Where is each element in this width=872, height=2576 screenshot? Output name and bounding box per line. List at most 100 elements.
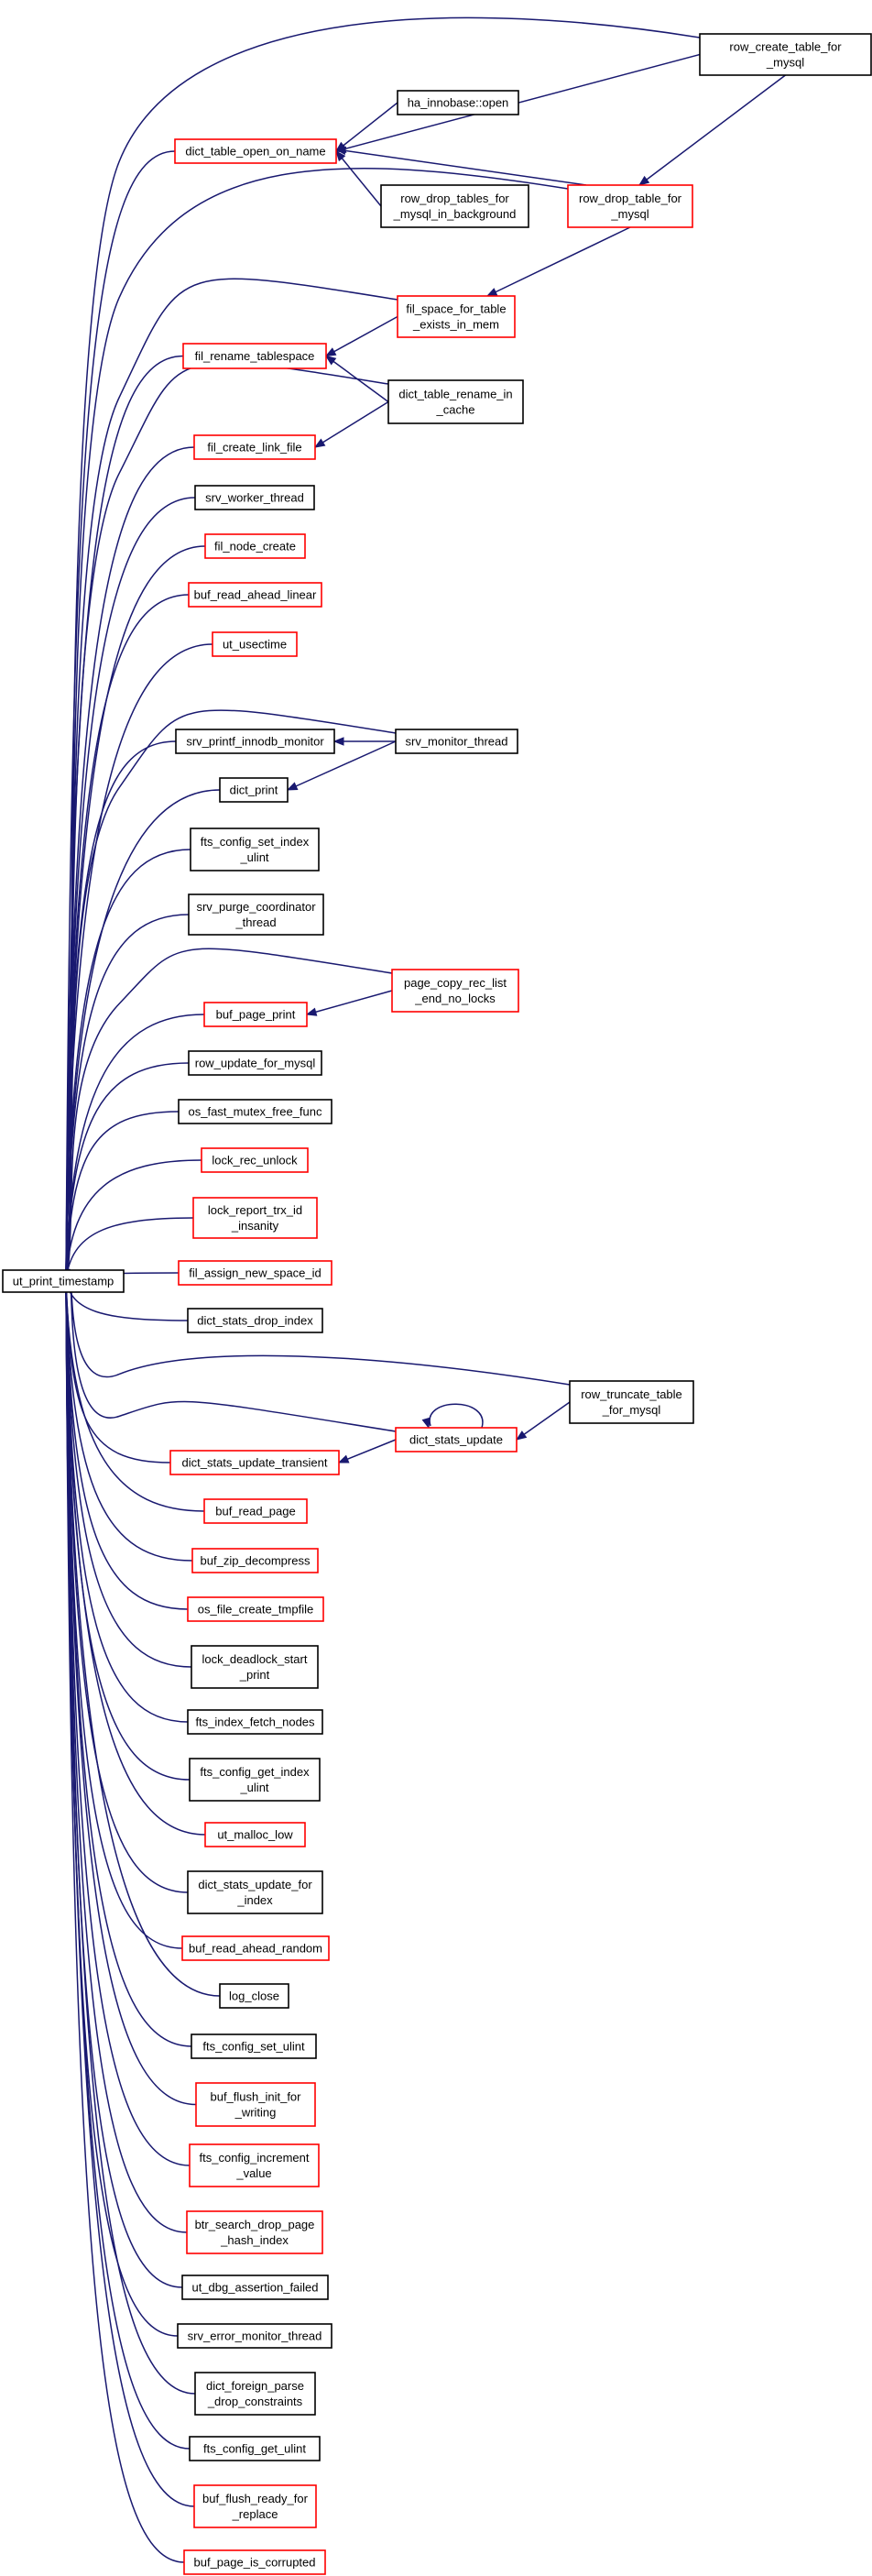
graph-node[interactable]: dict_print bbox=[219, 777, 289, 803]
edge-line bbox=[429, 1403, 484, 1429]
edge-line bbox=[65, 545, 206, 1281]
edge-line bbox=[65, 789, 221, 1281]
graph-node[interactable]: fts_index_fetch_nodes bbox=[187, 1709, 323, 1735]
graph-node[interactable]: os_file_create_tmpfile bbox=[187, 1596, 324, 1622]
graph-node[interactable]: fil_node_create bbox=[204, 533, 306, 559]
graph-node[interactable]: dict_table_rename_in_cache bbox=[387, 379, 524, 424]
graph-node[interactable]: row_update_for_mysql bbox=[188, 1050, 322, 1076]
graph-node[interactable]: buf_read_ahead_linear bbox=[188, 582, 322, 608]
graph-node[interactable]: srv_worker_thread bbox=[194, 485, 315, 510]
edge-arrowhead bbox=[515, 1431, 528, 1441]
node-label: srv_purge_coordinator bbox=[196, 900, 316, 914]
graph-node[interactable]: ut_usectime bbox=[212, 631, 298, 657]
graph-node[interactable]: lock_deadlock_start_print bbox=[191, 1645, 319, 1689]
node-label: _insanity bbox=[231, 1219, 279, 1233]
edge-line bbox=[516, 1401, 571, 1441]
edge-arrowhead bbox=[335, 149, 346, 162]
call-edge bbox=[61, 1278, 188, 2233]
graph-node[interactable]: buf_flush_init_for_writing bbox=[195, 2082, 316, 2127]
edge-line bbox=[65, 1279, 192, 1668]
graph-node[interactable]: dict_table_open_on_name bbox=[174, 138, 337, 164]
call-edge bbox=[335, 149, 382, 207]
node-box bbox=[186, 2210, 323, 2254]
node-label: _end_no_locks bbox=[414, 992, 496, 1005]
graph-node[interactable]: dict_stats_drop_index bbox=[187, 1308, 323, 1333]
graph-node[interactable]: srv_printf_innodb_monitor bbox=[175, 729, 335, 754]
graph-node[interactable]: fts_config_get_ulint bbox=[189, 2436, 321, 2461]
graph-node[interactable]: ut_malloc_low bbox=[204, 1822, 306, 1847]
node-label: fts_index_fetch_nodes bbox=[195, 1716, 315, 1729]
graph-node[interactable]: lock_rec_unlock bbox=[201, 1147, 309, 1173]
node-box bbox=[183, 2549, 326, 2575]
node-label: os_file_create_tmpfile bbox=[198, 1603, 313, 1617]
graph-node[interactable]: lock_report_trx_id_insanity bbox=[192, 1197, 318, 1239]
node-box bbox=[699, 33, 872, 76]
graph-node[interactable]: row_create_table_for_mysql bbox=[699, 33, 872, 76]
graph-node[interactable]: buf_page_print bbox=[203, 1002, 308, 1027]
graph-node[interactable]: srv_error_monitor_thread bbox=[177, 2323, 332, 2349]
graph-node[interactable]: dict_stats_update_for_index bbox=[187, 1870, 323, 1914]
node-box bbox=[194, 2372, 316, 2416]
node-label: fil_assign_new_space_id bbox=[189, 1266, 322, 1280]
node-label: buf_zip_decompress bbox=[201, 1554, 311, 1568]
graph-node[interactable]: buf_read_page bbox=[203, 1498, 308, 1524]
edge-line bbox=[65, 1279, 179, 2337]
call-edge bbox=[421, 1403, 484, 1430]
graph-node[interactable]: fil_space_for_table_exists_in_mem bbox=[397, 295, 516, 338]
graph-node[interactable]: buf_zip_decompress bbox=[191, 1548, 319, 1573]
edge-line bbox=[65, 1279, 185, 2563]
node-label: ut_dbg_assertion_failed bbox=[191, 2281, 318, 2295]
graph-node[interactable]: fts_config_set_ulint bbox=[191, 2033, 317, 2059]
edge-arrowhead bbox=[337, 1454, 350, 1463]
graph-node[interactable]: ut_print_timestamp bbox=[2, 1269, 125, 1293]
edge-line bbox=[65, 446, 195, 1281]
node-box bbox=[203, 1498, 308, 1524]
edge-line bbox=[65, 1279, 196, 2395]
node-label: srv_worker_thread bbox=[205, 491, 304, 505]
node-label: fts_config_get_ulint bbox=[203, 2442, 306, 2456]
graph-node[interactable]: ut_dbg_assertion_failed bbox=[181, 2275, 329, 2300]
node-label: row_truncate_table bbox=[581, 1387, 682, 1401]
edge-arrowhead bbox=[332, 737, 344, 746]
graph-node[interactable]: row_drop_tables_for_mysql_in_background bbox=[380, 184, 529, 228]
node-label: fil_create_link_file bbox=[207, 441, 301, 455]
edge-line bbox=[325, 315, 398, 357]
node-box bbox=[187, 1596, 324, 1622]
graph-node[interactable]: row_drop_table_for_mysql bbox=[567, 184, 693, 228]
node-label: _mysql_in_background bbox=[393, 207, 517, 221]
graph-node[interactable]: srv_purge_coordinator_thread bbox=[188, 893, 324, 936]
node-label: dict_table_rename_in bbox=[398, 388, 512, 401]
graph-node[interactable]: fts_config_set_index_ulint bbox=[190, 828, 320, 871]
graph-node[interactable]: row_truncate_table_for_mysql bbox=[569, 1380, 694, 1424]
node-label: srv_monitor_thread bbox=[406, 735, 508, 749]
graph-node[interactable]: buf_flush_ready_for_replace bbox=[193, 2484, 317, 2528]
graph-node[interactable]: srv_monitor_thread bbox=[395, 729, 518, 754]
edge-line bbox=[65, 150, 176, 1281]
graph-node[interactable]: buf_read_ahead_random bbox=[181, 1935, 330, 1961]
node-label: page_copy_rec_list bbox=[404, 976, 507, 990]
graph-node[interactable]: fil_assign_new_space_id bbox=[178, 1260, 332, 1286]
graph-node[interactable]: page_copy_rec_list _end_no_locks bbox=[391, 969, 519, 1013]
graph-node[interactable]: dict_stats_update_transient bbox=[169, 1450, 340, 1475]
graph-node[interactable]: os_fast_mutex_free_func bbox=[178, 1099, 332, 1124]
graph-node[interactable]: fts_config_get_index_ulint bbox=[189, 1758, 321, 1802]
node-label: log_close bbox=[229, 1990, 279, 2003]
graph-node[interactable]: fil_rename_tablespace bbox=[182, 343, 327, 369]
graph-node[interactable]: dict_stats_update bbox=[395, 1427, 518, 1452]
graph-node[interactable]: ha_innobase::open bbox=[397, 90, 519, 115]
edge-arrowhead bbox=[638, 175, 650, 186]
node-label: dict_stats_update_for bbox=[198, 1878, 312, 1891]
node-label: row_create_table_for bbox=[729, 40, 842, 54]
node-label: _exists_in_mem bbox=[412, 318, 499, 332]
graph-node[interactable]: btr_search_drop_page_hash_index bbox=[186, 2210, 323, 2254]
graph-node[interactable]: fts_config_increment_value bbox=[189, 2143, 320, 2187]
call-edge bbox=[286, 740, 397, 791]
graph-node[interactable]: fil_create_link_file bbox=[193, 434, 316, 460]
graph-node[interactable]: dict_foreign_parse_drop_constraints bbox=[194, 2372, 316, 2416]
node-box bbox=[191, 1645, 319, 1689]
node-box bbox=[193, 2484, 317, 2528]
node-label: _writing bbox=[234, 2106, 277, 2120]
graph-node[interactable]: buf_page_is_corrupted bbox=[183, 2549, 326, 2575]
call-edge bbox=[61, 1014, 205, 1282]
graph-node[interactable]: log_close bbox=[219, 1983, 289, 2009]
